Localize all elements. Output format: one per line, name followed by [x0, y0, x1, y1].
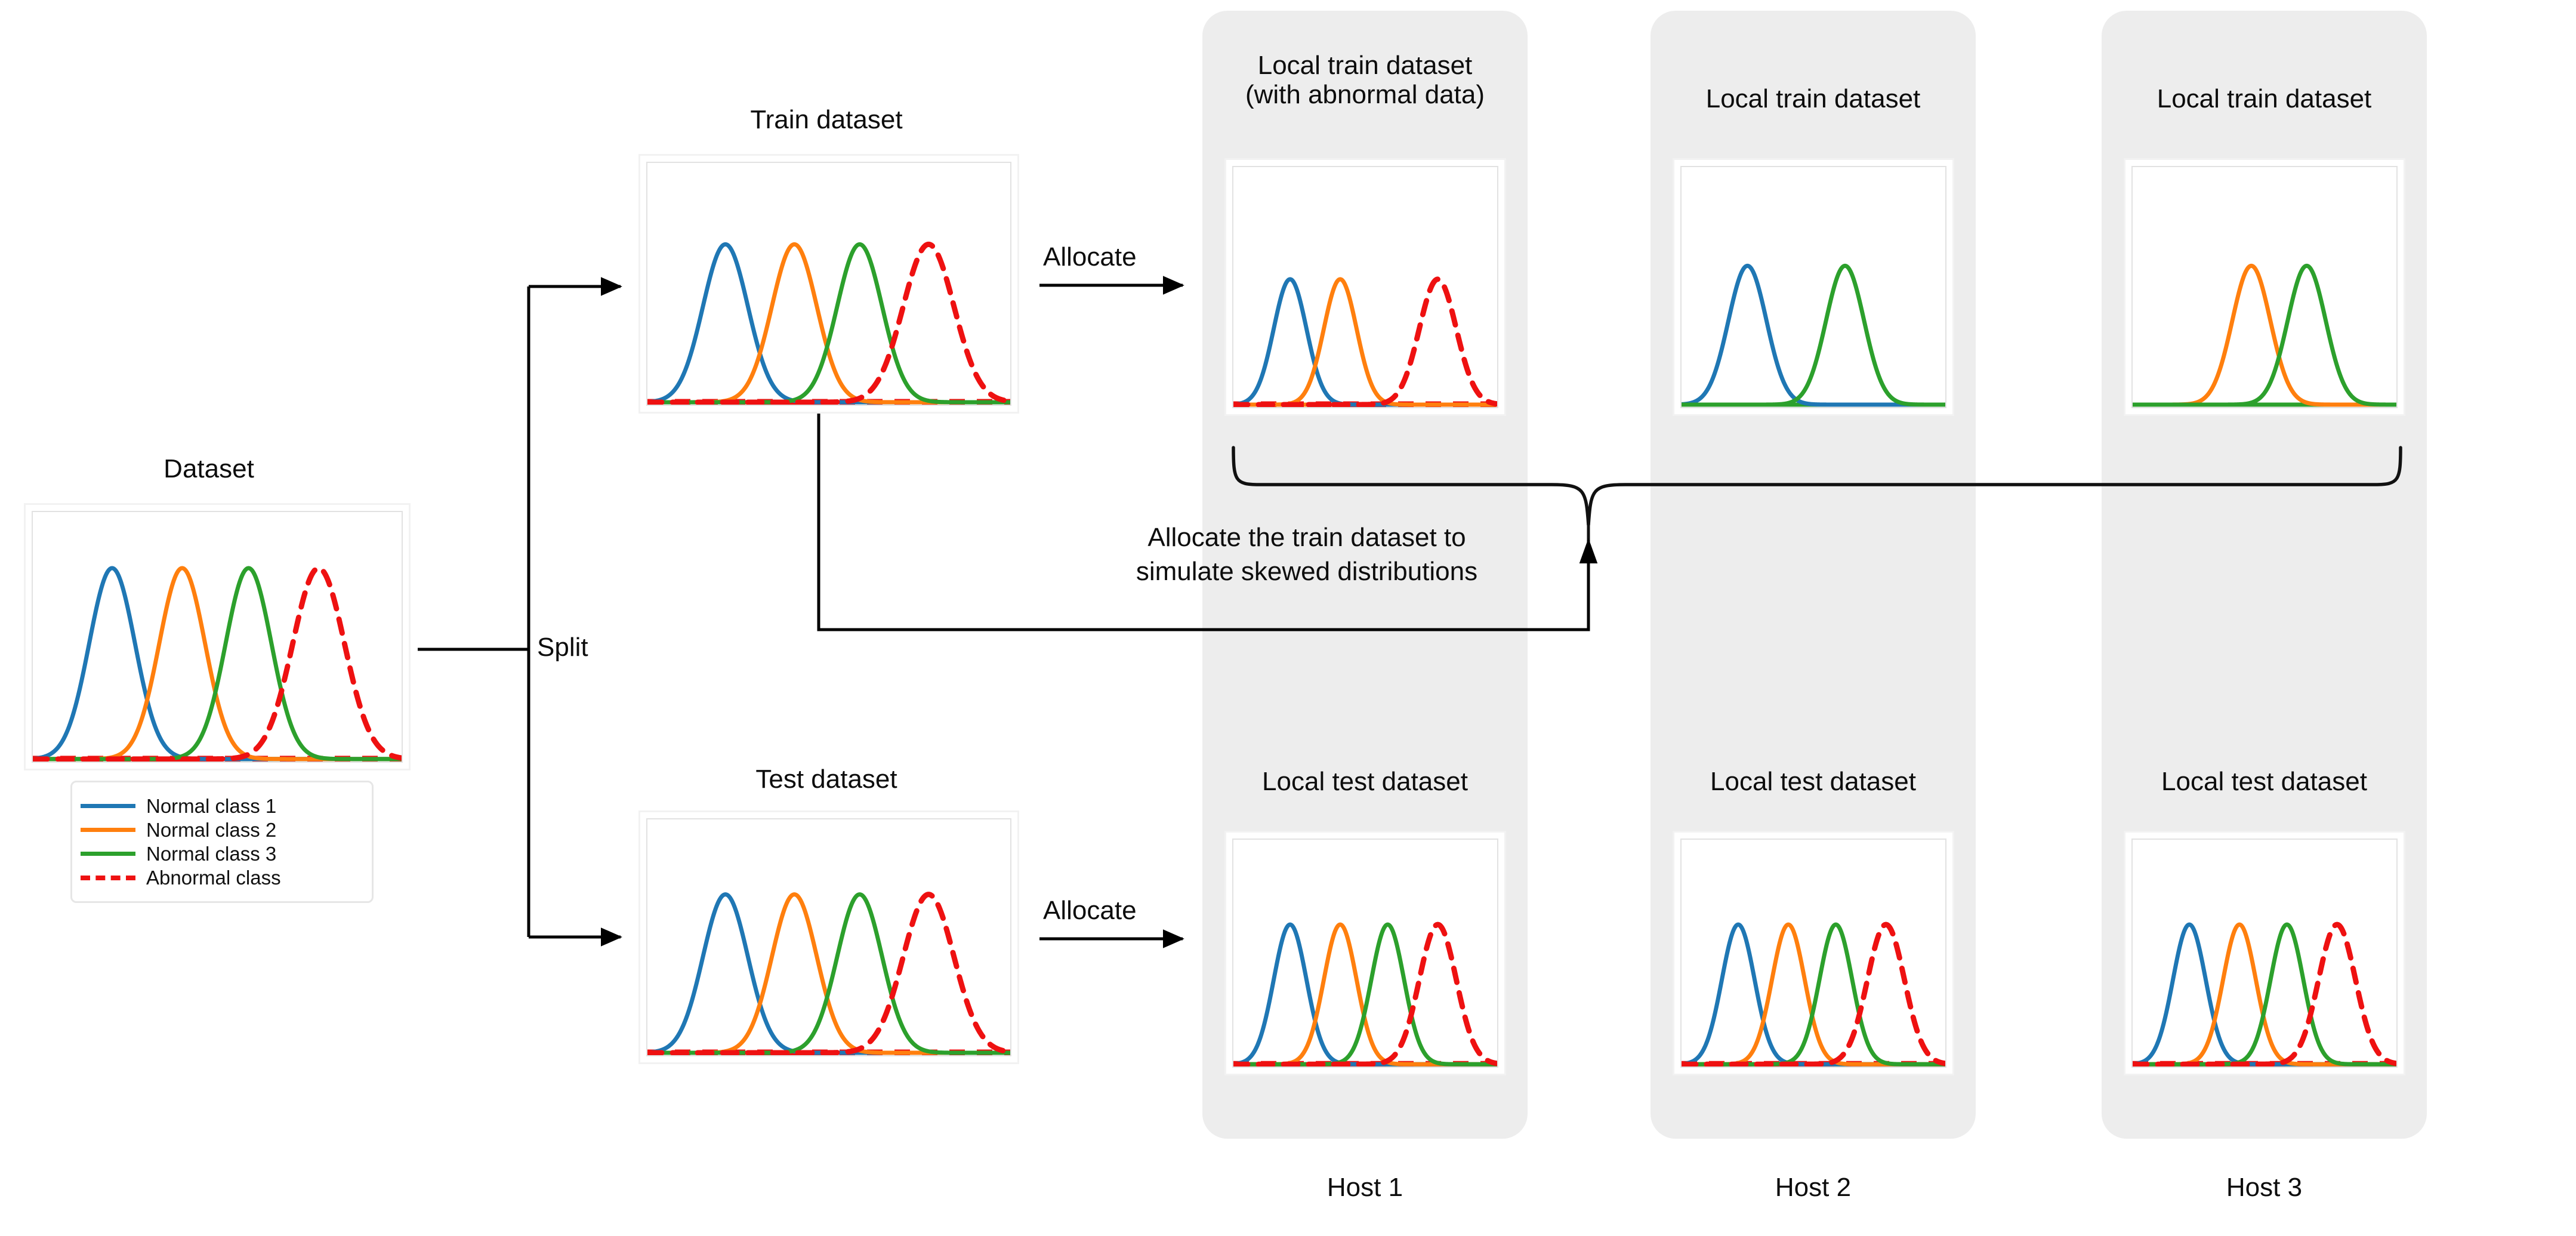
- legend-label: Normal class 1: [146, 794, 277, 817]
- legend-swatch: [81, 852, 135, 856]
- legend-label: Normal class 3: [146, 842, 277, 865]
- curve-normal-class-1: [33, 568, 402, 759]
- panel-host2-test: [1673, 831, 1954, 1075]
- panel-host2-train: [1673, 158, 1954, 416]
- legend-label: Abnormal class: [146, 866, 281, 889]
- panel-dataset: [24, 503, 411, 770]
- curve-normal-class-2: [647, 244, 1010, 402]
- panel-host1-train: [1224, 158, 1506, 416]
- curve-normal-class-2: [33, 568, 402, 759]
- curve-normal-class-3: [1682, 924, 1945, 1064]
- panel-train-dataset: [638, 154, 1019, 414]
- curve-normal-class-3: [2133, 924, 2396, 1064]
- caption-host3-train: Local train dataset: [2157, 84, 2372, 113]
- legend-label: Normal class 2: [146, 818, 277, 841]
- curve-abnormal-class: [1682, 924, 1945, 1064]
- curve-normal-class-2: [2133, 266, 2396, 405]
- plot-host1-train: [1232, 166, 1498, 408]
- curve-normal-class-3: [1682, 266, 1945, 405]
- legend-swatch: [81, 875, 135, 880]
- curve-abnormal-class: [2133, 924, 2396, 1064]
- panel-host3-test: [2124, 831, 2405, 1075]
- plot-host2-train: [1680, 166, 1946, 408]
- curve-abnormal-class: [1233, 279, 1497, 405]
- caption-dataset: Dataset: [163, 454, 254, 483]
- plot-train-dataset: [646, 162, 1011, 406]
- curve-abnormal-class: [647, 895, 1010, 1053]
- legend-item: Normal class 3: [81, 843, 361, 865]
- plot-dataset: [32, 511, 403, 763]
- curve-normal-class-3: [33, 568, 402, 759]
- curve-abnormal-class: [647, 244, 1010, 402]
- legend-item: Abnormal class: [81, 867, 361, 889]
- curve-normal-class-3: [2133, 266, 2396, 405]
- label-allocate-train: Allocate: [1043, 242, 1137, 272]
- curve-abnormal-class: [33, 568, 402, 759]
- curve-normal-class-3: [1233, 924, 1497, 1064]
- plot-host1-test: [1232, 839, 1498, 1068]
- curve-normal-class-2: [1233, 279, 1497, 405]
- plot-host2-test: [1680, 839, 1946, 1068]
- caption-host1-train: Local train dataset (with abnormal data): [1245, 51, 1485, 110]
- host-label-2: Host 2: [1775, 1173, 1852, 1202]
- curve-normal-class-1: [647, 895, 1010, 1053]
- plot-host3-train: [2131, 166, 2398, 408]
- caption-train-dataset: Train dataset: [750, 105, 903, 134]
- caption-test-dataset: Test dataset: [755, 765, 897, 794]
- legend-item: Normal class 1: [81, 794, 361, 817]
- panel-host1-test: [1224, 831, 1506, 1075]
- curve-normal-class-2: [647, 895, 1010, 1053]
- label-allocate-test: Allocate: [1043, 896, 1137, 925]
- plot-host3-test: [2131, 839, 2398, 1068]
- curve-normal-class-1: [1682, 266, 1945, 405]
- caption-host2-train: Local train dataset: [1705, 84, 1921, 113]
- label-split: Split: [537, 633, 588, 662]
- host-label-3: Host 3: [2226, 1173, 2303, 1202]
- host-label-1: Host 1: [1326, 1173, 1403, 1202]
- legend-swatch: [81, 804, 135, 808]
- plot-test-dataset: [646, 818, 1011, 1056]
- curve-normal-class-3: [647, 244, 1010, 402]
- curve-abnormal-class: [1233, 924, 1497, 1064]
- caption-host3-test: Local test dataset: [2161, 767, 2367, 796]
- caption-host1-test: Local test dataset: [1262, 767, 1468, 796]
- legend-swatch: [81, 828, 135, 832]
- curve-normal-class-1: [647, 244, 1010, 402]
- panel-test-dataset: [638, 810, 1019, 1064]
- legend-item: Normal class 2: [81, 819, 361, 841]
- panel-host3-train: [2124, 158, 2405, 416]
- caption-host2-test: Local test dataset: [1710, 767, 1916, 796]
- curve-normal-class-3: [647, 895, 1010, 1053]
- note-skewed-distribution: Allocate the train dataset to simulate s…: [1136, 523, 1478, 587]
